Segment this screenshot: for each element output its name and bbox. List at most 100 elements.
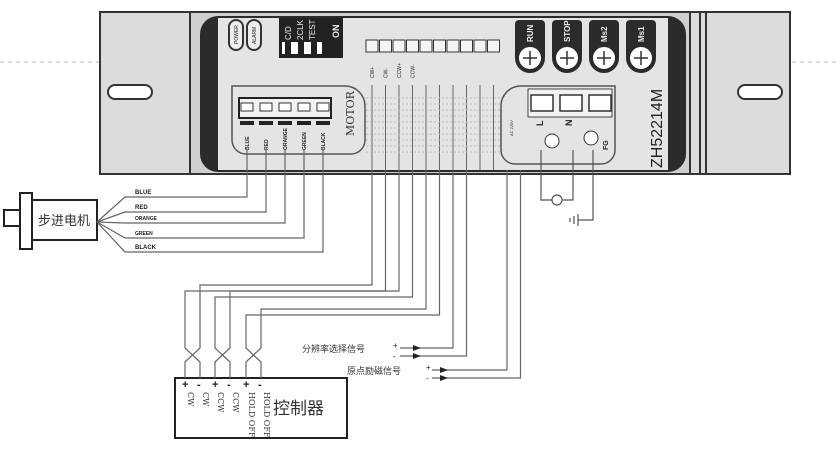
motor-terminal-mark <box>316 121 330 125</box>
controller-pin-label: CCW <box>231 392 240 413</box>
arrow-icon <box>440 375 448 381</box>
svg-text:AC 220V: AC 220V <box>509 120 514 136</box>
motor-wire <box>96 150 267 223</box>
signal-terminal <box>392 39 406 53</box>
controller-pin-label: HOLD OFF <box>247 392 256 438</box>
pot-cross-icon <box>634 51 648 65</box>
motor-terminal-mark <box>259 121 273 125</box>
svg-text:C/D: C/D <box>284 26 293 40</box>
motor-wire <box>96 150 286 224</box>
svg-text:POWER: POWER <box>234 25 240 44</box>
signal-minus: - <box>426 374 429 383</box>
controller-pin-label: CW <box>201 392 210 407</box>
mounting-flange-right <box>689 11 791 175</box>
power-wiring <box>540 150 594 226</box>
svg-text:TEST: TEST <box>308 19 317 40</box>
signal-terminal-label: CW+ <box>370 67 376 78</box>
arrow-icon <box>440 367 448 373</box>
controller-wire <box>214 170 414 378</box>
controller-pin-label: HOLD OFF <box>262 392 271 438</box>
controller-wire <box>245 170 427 378</box>
power-led: POWER <box>228 19 244 51</box>
signal-label: 分辨率选择信号 <box>302 343 365 355</box>
svg-text:步进电机: 步进电机 <box>38 214 90 229</box>
pot-label: Ms1 <box>637 26 646 42</box>
controller-wire <box>245 170 441 378</box>
pot-label: Ms2 <box>600 26 609 42</box>
pin-polarity: - <box>258 379 262 391</box>
motor-terminal-label: ORANGE <box>283 127 289 150</box>
ac-symbol-icon <box>544 133 560 149</box>
svg-text:2CLK: 2CLK <box>296 19 305 40</box>
pin-polarity: - <box>197 379 201 391</box>
svg-text:MOTOR: MOTOR <box>344 90 357 136</box>
pin-polarity: + <box>243 379 249 391</box>
signal-terminal <box>365 39 379 53</box>
signal-wire <box>432 170 508 371</box>
motor-terminal-label: BLUE <box>245 136 251 150</box>
motor-terminal-slot <box>240 102 254 112</box>
motor-wire <box>96 150 248 223</box>
pot-label: STOP <box>563 20 572 42</box>
signal-plus: + <box>426 363 431 372</box>
signal-wire <box>432 170 522 379</box>
motor-terminal-slot <box>278 102 292 112</box>
motor-wire-label: RED <box>135 205 148 211</box>
pot-cross-icon <box>560 51 574 65</box>
signal-minus: - <box>393 352 396 361</box>
signal-terminal <box>487 39 500 53</box>
motor-wire <box>96 150 305 239</box>
svg-text:L: L <box>535 120 545 126</box>
pot-label: RUN <box>526 24 535 42</box>
motor-wire-label: GREEN <box>135 231 153 237</box>
motor-terminal-label: RED <box>264 139 270 150</box>
signal-terminal-label: CCW- <box>411 64 417 78</box>
signal-terminal-label: CW- <box>384 68 390 78</box>
mounting-flange-left <box>99 11 191 175</box>
motor-terminal-label: BLACK <box>321 132 327 150</box>
motor-wire <box>96 150 324 253</box>
pot-cross-icon <box>523 51 537 65</box>
dip-switch[interactable]: C/D 2CLK TEST ON <box>279 18 343 58</box>
signal-terminal <box>460 39 473 53</box>
motor-terminal-slot <box>316 102 330 112</box>
controller-pin-label: CW <box>186 392 195 407</box>
signal-terminal <box>406 39 419 53</box>
motor-terminal-mark <box>297 121 311 125</box>
motor-wire-label: BLUE <box>135 190 151 196</box>
motor-terminal-label: GREEN <box>302 132 308 150</box>
ground-symbol-icon <box>583 130 599 146</box>
power-connector: AC 220V L N FG <box>500 85 616 165</box>
signal-terminal-label: CCW+ <box>397 63 403 78</box>
signal-terminal <box>379 39 392 53</box>
motor-terminal-mark <box>240 121 254 125</box>
controller-pin-label: CCW <box>216 392 225 413</box>
pin-polarity: - <box>227 379 231 391</box>
signal-terminal <box>446 39 460 53</box>
motor-wire-label: ORANGE <box>135 216 158 222</box>
controller-wire <box>184 170 387 378</box>
svg-text:ON: ON <box>331 25 341 39</box>
svg-text:ALARM: ALARM <box>252 27 258 44</box>
alarm-led: ALARM <box>246 19 262 51</box>
signal-wire <box>400 170 468 357</box>
svg-text:N: N <box>564 120 574 127</box>
pot-cross-icon <box>597 51 611 65</box>
motor-terminal-slot <box>297 102 311 112</box>
pin-polarity: + <box>212 379 218 391</box>
signal-terminal <box>433 39 446 53</box>
controller-wire <box>214 170 400 378</box>
signal-label: 原点励磁信号 <box>347 365 401 377</box>
arrow-icon <box>413 345 421 351</box>
svg-text:FG: FG <box>603 140 610 150</box>
motor-wire-label: BLACK <box>135 245 157 251</box>
controller-wire <box>184 170 373 378</box>
motor-terminal-mark <box>278 121 292 125</box>
motor-terminal-slot <box>259 102 273 112</box>
signal-terminal <box>473 39 487 53</box>
motor-connector: MOTOR <box>231 85 366 155</box>
arrow-icon <box>413 353 421 359</box>
signal-terminal <box>419 39 433 53</box>
